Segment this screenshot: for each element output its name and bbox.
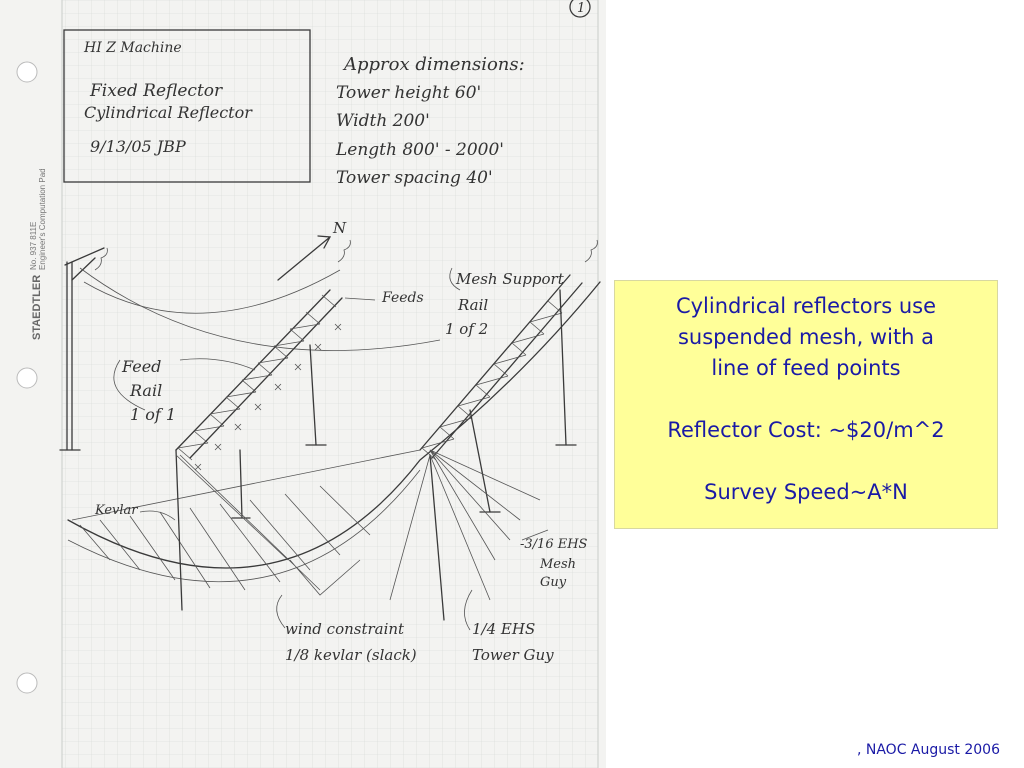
- wind-constraint-label-2: 1/8 kevlar (slack): [285, 646, 417, 664]
- callout-line1: Cylindrical reflectors use: [675, 294, 937, 318]
- feed-rail-label-1: Feed: [121, 357, 161, 376]
- mesh-rail-label-3: 1 of 2: [445, 320, 488, 338]
- mesh-guy-label-2: Mesh: [539, 557, 576, 572]
- dim-width: Width 200': [336, 111, 430, 131]
- kevlar-label: Kevlar: [94, 503, 138, 518]
- callout-line3: line of feed points: [711, 356, 901, 380]
- title-line1: HI Z Machine: [83, 40, 182, 56]
- title-line2: Fixed Reflector: [89, 81, 223, 101]
- survey-speed: Survey Speed~A*N: [704, 480, 908, 504]
- footer-credit: , NAOC August 2006: [856, 742, 1000, 758]
- binder-holes: [16, 61, 38, 694]
- tower-guy-label-2: Tower Guy: [472, 646, 554, 664]
- dim-tower-height: Tower height 60': [336, 83, 481, 103]
- page-number: 1: [569, 0, 591, 18]
- dim-length: Length 800' - 2000': [335, 140, 504, 160]
- title-line3: Cylindrical Reflector: [84, 103, 253, 122]
- svg-text:1: 1: [577, 1, 585, 16]
- reflector-cost: Reflector Cost: ~$20/m^2: [667, 418, 945, 442]
- title-line4: 9/13/05 JBP: [90, 137, 186, 156]
- pad-name: Engineer's Computation Pad: [38, 168, 47, 270]
- feed-rail-label-3: 1 of 1: [130, 405, 176, 424]
- dimensions-notes: Approx dimensions: Tower height 60' Widt…: [335, 54, 525, 188]
- callout-line2: suspended mesh, with a: [677, 325, 935, 349]
- pad-brand: STAEDTLER: [31, 275, 43, 340]
- pad-branding: STAEDTLER No. 937 811E Engineer's Comput…: [29, 168, 47, 340]
- sketch-labels: N Feeds Mesh Support Rail 1 of 2 Feed Ra…: [94, 219, 588, 664]
- mesh-guy-label-3: Guy: [540, 575, 567, 590]
- reflector-drawing: [59, 235, 601, 631]
- mesh-rail-label-2: Rail: [457, 296, 488, 314]
- summary-callout: Cylindrical reflectors use suspended mes…: [614, 280, 998, 529]
- pad-number: No. 937 811E: [29, 222, 38, 270]
- dim-tower-spacing: Tower spacing 40': [336, 168, 493, 188]
- dimensions-heading: Approx dimensions:: [342, 54, 525, 75]
- wind-constraint-label-1: wind constraint: [285, 620, 405, 638]
- mesh-guy-label-1: -3/16 EHS: [520, 537, 588, 552]
- feeds-label: Feeds: [381, 290, 424, 306]
- tower-guy-label-1: 1/4 EHS: [472, 620, 535, 638]
- hand-sketch-page: STAEDTLER No. 937 811E Engineer's Comput…: [0, 0, 606, 768]
- title-box: HI Z Machine Fixed Reflector Cylindrical…: [63, 29, 311, 183]
- feed-rail-label-2: Rail: [129, 381, 162, 400]
- north-label: N: [332, 219, 347, 237]
- mesh-rail-label-1: Mesh Support: [455, 270, 565, 288]
